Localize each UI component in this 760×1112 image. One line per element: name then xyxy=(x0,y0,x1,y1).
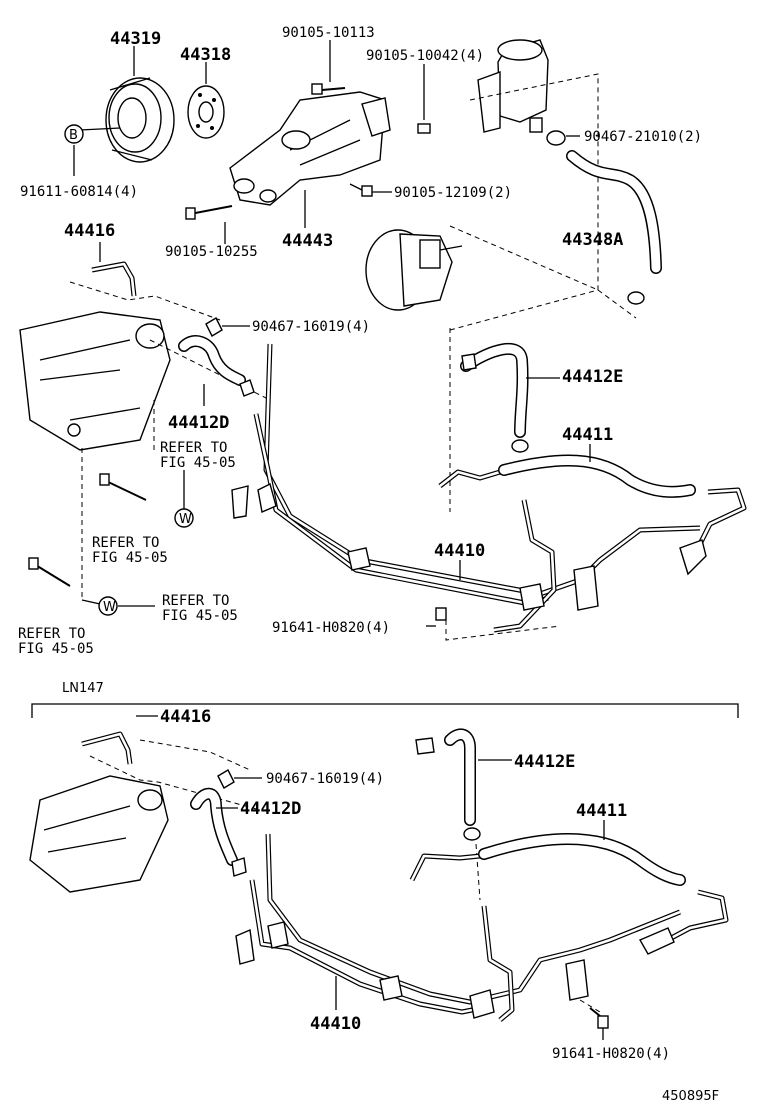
plate-drawing xyxy=(187,85,225,139)
refer-label-3-line1: REFER TO xyxy=(162,593,229,609)
refer-label-2-line1: REFER TO xyxy=(92,535,159,551)
top-section xyxy=(19,39,747,641)
label-44319: 44319 xyxy=(110,29,161,49)
label-44318: 44318 xyxy=(180,45,231,65)
label-91611-60814: 91611-60814(4) xyxy=(20,184,138,200)
label-90105-10042: 90105-10042(4) xyxy=(366,48,484,64)
bottom-label-44411: 44411 xyxy=(576,801,627,821)
bottom-label-44412e: 44412E xyxy=(514,752,575,772)
marker-b-label: B xyxy=(69,128,78,143)
refer-label-1-line2: FIG 45-05 xyxy=(160,455,236,471)
label-44412e: 44412E xyxy=(562,367,623,387)
label-90467-16019: 90467-16019(4) xyxy=(252,319,370,335)
section-label-ln147: LN147 xyxy=(62,681,104,696)
label-44443: 44443 xyxy=(282,231,333,251)
marker-w2-label: W xyxy=(103,600,116,615)
refer-label-2-line2: FIG 45-05 xyxy=(92,550,168,566)
bottom-label-44412d: 44412D xyxy=(240,799,301,819)
label-90105-12109: 90105-12109(2) xyxy=(394,185,512,201)
bottom-label-44416: 44416 xyxy=(160,707,211,727)
refer-label-3-line2: FIG 45-05 xyxy=(162,608,238,624)
gear-box-drawing xyxy=(19,311,171,451)
label-44410: 44410 xyxy=(434,541,485,561)
pump-drawing xyxy=(365,229,463,311)
bracket-drawing xyxy=(229,91,391,206)
reservoir-drawing xyxy=(477,39,549,133)
label-90105-10113: 90105-10113 xyxy=(282,25,375,41)
bottom-section xyxy=(29,715,729,1040)
refer-label-4-line1: REFER TO xyxy=(18,626,85,642)
bottom-label-90467-16019: 90467-16019(4) xyxy=(266,771,384,787)
marker-w1-label: W xyxy=(179,512,192,527)
label-90467-21010: 90467-21010(2) xyxy=(584,129,702,145)
label-44412d: 44412D xyxy=(168,413,229,433)
label-90105-10255: 90105-10255 xyxy=(165,244,258,260)
bottom-label-44410: 44410 xyxy=(310,1014,361,1034)
refer-label-4-line2: FIG 45-05 xyxy=(18,641,94,657)
bottom-gear-box-drawing xyxy=(29,775,169,893)
label-91641-h0820: 91641-H0820(4) xyxy=(272,620,390,636)
bottom-label-91641-h0820: 91641-H0820(4) xyxy=(552,1046,670,1062)
label-44411: 44411 xyxy=(562,425,613,445)
pulley-drawing xyxy=(105,77,175,163)
label-44348a: 44348A xyxy=(562,230,623,250)
figure-id: 450895F xyxy=(662,1089,719,1104)
refer-label-1-line1: REFER TO xyxy=(160,440,227,456)
marker-b xyxy=(64,124,84,144)
section-bracket xyxy=(31,703,739,718)
label-44416: 44416 xyxy=(64,221,115,241)
